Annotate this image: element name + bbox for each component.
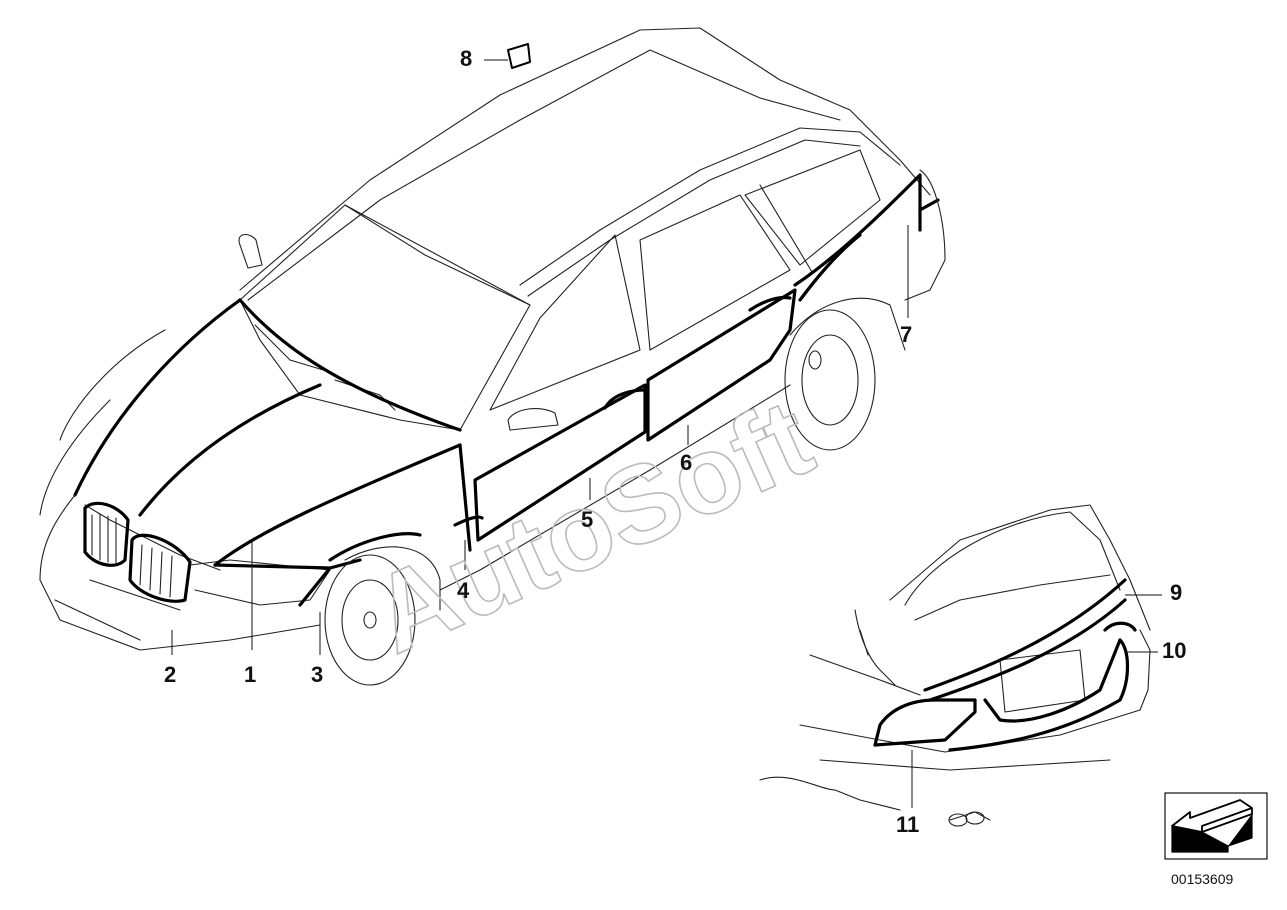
arrow-view-icon[interactable]: [1164, 792, 1268, 860]
callout-11: 11: [896, 812, 919, 837]
roof-trim-part: [507, 43, 531, 69]
callout-1: 1: [244, 662, 256, 687]
car-rear-view: [759, 504, 1151, 827]
callout-2: 2: [164, 662, 176, 687]
callout-9: 9: [1170, 580, 1182, 605]
car-front-view: [39, 27, 946, 686]
callout-8: 8: [460, 46, 472, 71]
callout-5: 5: [581, 507, 593, 532]
part-number: 00153609: [1171, 871, 1234, 887]
callout-4: 4: [457, 578, 470, 603]
callout-7: 7: [900, 322, 912, 347]
callout-6: 6: [680, 450, 692, 475]
callout-3: 3: [311, 662, 323, 687]
leader-lines: [171, 59, 1162, 808]
callout-10: 10: [1162, 638, 1186, 663]
